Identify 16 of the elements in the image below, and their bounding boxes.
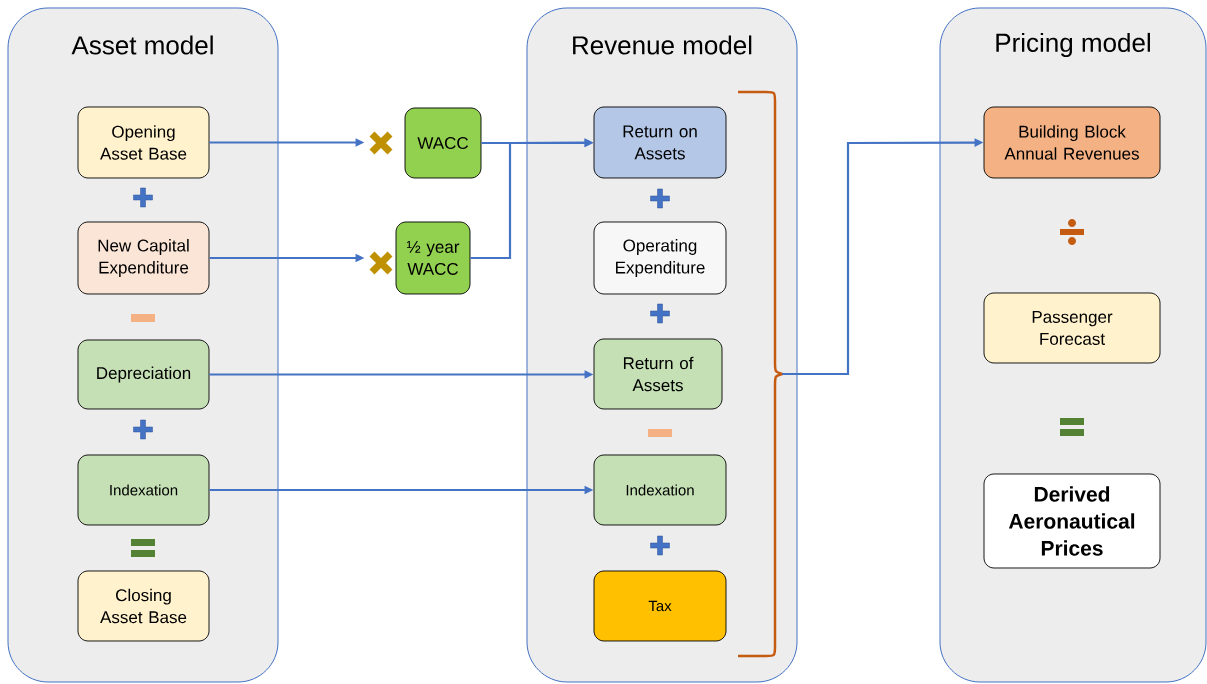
rounded-box: WACC <box>404 107 482 179</box>
rounded-box: Opening Asset Base <box>77 106 210 179</box>
rounded-box: Return on Assets <box>593 106 727 179</box>
rounded-box: Return of Assets <box>593 338 723 410</box>
rounded-box: Operating Expenditure <box>593 221 727 295</box>
rounded-box: Derived Aeronautical Prices <box>983 473 1161 569</box>
rounded-box: Passenger Forecast <box>983 292 1161 364</box>
rounded-box: Indexation <box>77 454 210 526</box>
rounded-box: New Capital Expenditure <box>77 221 210 295</box>
rounded-box: Building Block Annual Revenues <box>983 106 1161 179</box>
rounded-box: Tax <box>593 570 727 642</box>
rounded-box: Indexation <box>593 454 727 526</box>
curly-bracket <box>738 90 784 658</box>
rounded-box: ½ year WACC <box>395 221 471 295</box>
rounded-box: Depreciation <box>77 339 210 410</box>
rounded-box: Closing Asset Base <box>77 570 210 642</box>
